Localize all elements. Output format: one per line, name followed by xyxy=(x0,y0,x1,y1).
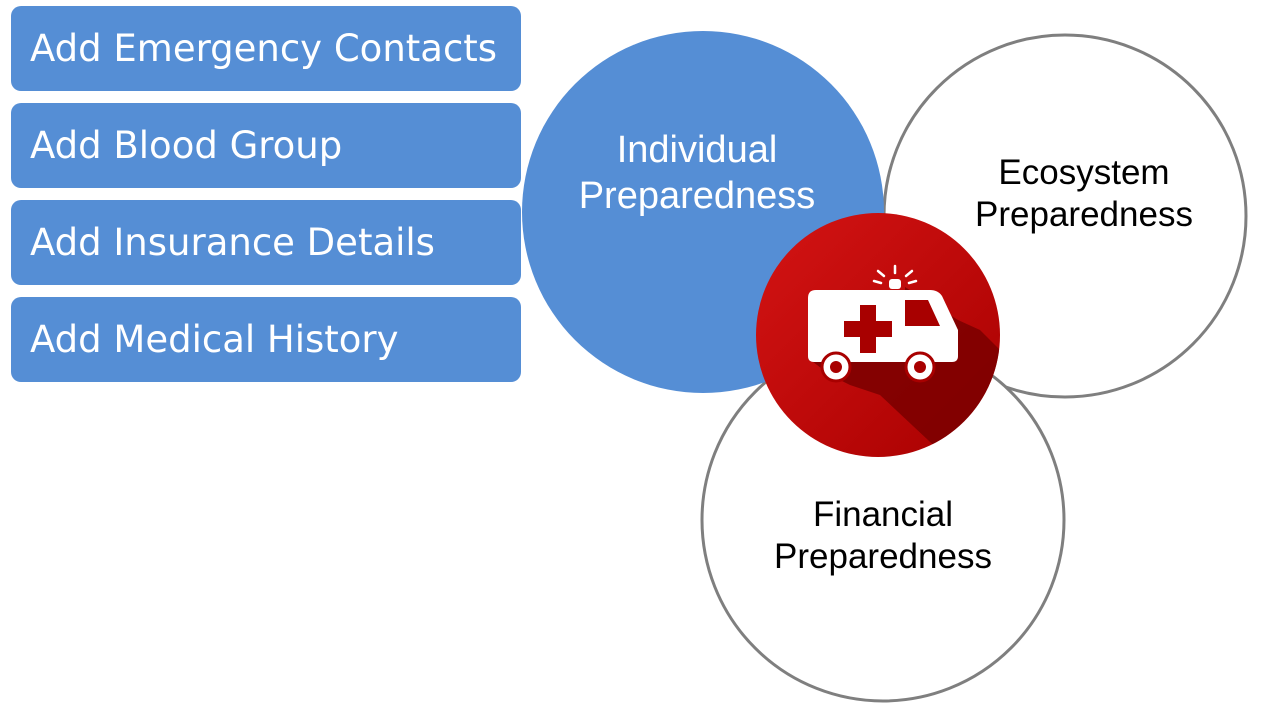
cross-horizontal xyxy=(844,321,892,337)
financial-label-line1: Financial xyxy=(812,495,954,534)
ambulance-wheel-front-hub xyxy=(914,361,926,373)
ambulance-icon[interactable] xyxy=(756,213,1010,470)
add-emergency-contacts-button[interactable]: Add Emergency Contacts xyxy=(11,6,521,91)
add-blood-group-button[interactable]: Add Blood Group xyxy=(11,103,521,188)
ecosystem-label-line1: Ecosystem xyxy=(998,153,1170,192)
financial-label-line2: Preparedness xyxy=(774,537,992,576)
add-insurance-details-button[interactable]: Add Insurance Details xyxy=(11,200,521,285)
siren-rays xyxy=(872,264,918,285)
ambulance-siren xyxy=(889,279,901,289)
individual-preparedness-label: Individual Preparedness xyxy=(547,128,847,219)
ambulance-window xyxy=(905,300,940,326)
ecosystem-preparedness-label: Ecosystem Preparedness xyxy=(944,152,1224,236)
add-medical-history-button[interactable]: Add Medical History xyxy=(11,297,521,382)
financial-preparedness-label: Financial Preparedness xyxy=(743,494,1023,578)
ambulance-wheel-rear-hub xyxy=(830,361,842,373)
badge-long-shadow xyxy=(808,287,1000,457)
ecosystem-label-line2: Preparedness xyxy=(975,195,1193,234)
individual-label-line1: Individual xyxy=(616,129,778,171)
individual-label-line2: Preparedness xyxy=(578,174,816,217)
